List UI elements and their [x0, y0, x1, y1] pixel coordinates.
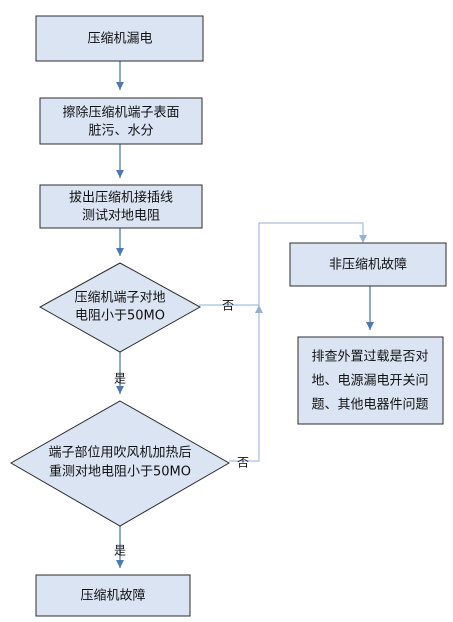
decision-retest-after-heating-line1: 端子部位用吹风机加热后 [48, 446, 191, 461]
node-clean-terminals [39, 97, 203, 145]
decision-resistance-check-line1: 压缩机端子对地 [74, 290, 165, 306]
node-non-compressor-fault-label: 非压缩机故障 [329, 257, 407, 273]
decision-resistance-check-line2: 电阻小于50MO [75, 309, 165, 324]
node-compressor-leak-label: 压缩机漏电 [87, 31, 152, 47]
edge-label-yes-2: 是 [114, 544, 126, 558]
decision-retest-after-heating [9, 400, 231, 527]
decision-resistance-check [38, 262, 202, 353]
edge-label-yes-1: 是 [114, 372, 126, 386]
node-external-checks-line3: 题、其他电器件问题 [311, 398, 428, 413]
node-unplug-and-test-line2: 测试对地电阻 [82, 209, 160, 224]
node-non-compressor-fault [289, 242, 447, 287]
node-unplug-and-test-line1: 拔出压缩机接插线 [69, 190, 173, 206]
node-compressor-fault [35, 574, 191, 617]
node-external-checks [297, 336, 444, 425]
edge-decision1-no [199, 222, 367, 306]
edge-label-no-2: 否 [237, 456, 249, 470]
node-unplug-and-test [39, 184, 203, 229]
node-clean-terminals-line2: 脏污、水分 [88, 124, 153, 139]
node-compressor-fault-label: 压缩机故障 [80, 588, 145, 604]
node-clean-terminals-line1: 擦除压缩机端子表面 [62, 105, 179, 121]
node-external-checks-line1: 排查外置过载是否对 [311, 350, 428, 365]
decision-retest-after-heating-line2: 重测对地电阻小于50MO [49, 464, 191, 480]
edge-decision2-no [229, 305, 263, 462]
node-external-checks-line2: 地、电源漏电开关问 [311, 373, 428, 389]
node-compressor-leak [35, 15, 204, 62]
edge-label-no-1: 否 [222, 299, 234, 313]
